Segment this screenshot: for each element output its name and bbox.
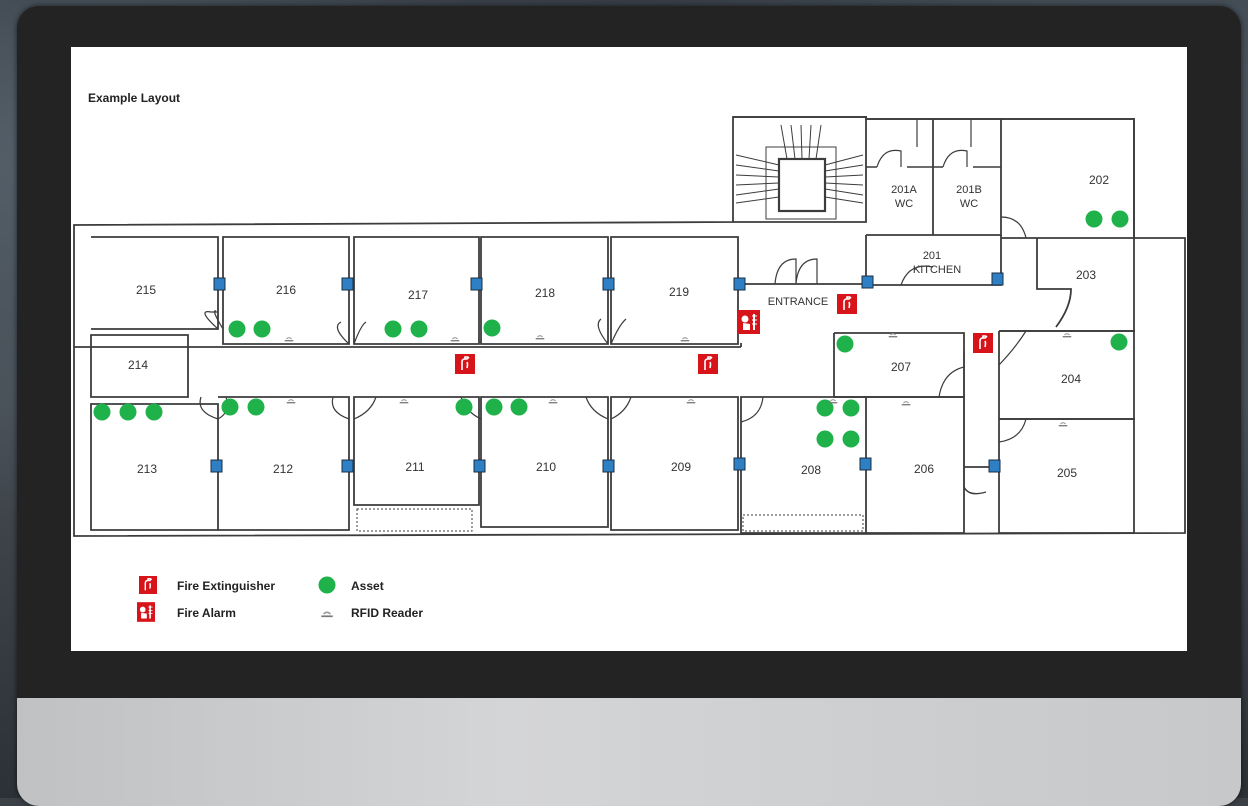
room-label-207: 207 [891, 360, 911, 374]
door-reader-icon [991, 272, 1004, 286]
legend-fire-extinguisher-icon [139, 576, 157, 594]
room-label-204: 204 [1061, 372, 1081, 386]
fire-alarm-icon [738, 310, 760, 334]
asset-dot-icon [842, 430, 860, 448]
legend-rfid-reader-icon [320, 611, 334, 618]
room-label-209: 209 [671, 460, 691, 474]
asset-dot-icon [247, 398, 265, 416]
door-reader-icon [341, 277, 354, 291]
door-reader-icon [602, 277, 615, 291]
asset-dot-icon [1111, 210, 1129, 228]
room-label-206: 206 [914, 462, 934, 476]
rfid-reader-icon [283, 336, 295, 342]
fire-extinguisher-icon [837, 294, 857, 314]
room-label-203: 203 [1076, 268, 1096, 282]
legend-fire-extinguisher-label: Fire Extinguisher [177, 579, 275, 593]
room-label-216: 216 [276, 283, 296, 297]
room-label-212: 212 [273, 462, 293, 476]
door-reader-icon [733, 457, 746, 471]
door-reader-icon [733, 277, 746, 291]
door-reader-icon [210, 459, 223, 473]
door-reader-icon [602, 459, 615, 473]
rfid-reader-icon [900, 400, 912, 406]
rfid-reader-icon [285, 398, 297, 404]
room-label-205: 205 [1057, 466, 1077, 480]
entrance-label: ENTRANCE [768, 296, 829, 308]
room-label-201b-wc: WC [960, 198, 978, 210]
asset-dot-icon [485, 398, 503, 416]
asset-dot-icon [410, 320, 428, 338]
room-label-208: 208 [801, 463, 821, 477]
asset-dot-icon [1110, 333, 1128, 351]
asset-dot-icon [1085, 210, 1103, 228]
door-reader-icon [859, 457, 872, 471]
legend-asset-icon [318, 576, 336, 594]
room-label-201a-wc: WC [895, 198, 913, 210]
room-labels: 202 203 204 205 206 207 208 209 210 211 … [128, 173, 1109, 480]
asset-dot-icon [253, 320, 271, 338]
room-label-201-kitchen: KITCHEN [913, 264, 961, 276]
asset-dot-icon [221, 398, 239, 416]
floor-plan: Example Layout [73, 91, 1186, 622]
asset-dot-icon [119, 403, 137, 421]
rfid-reader-icon [398, 398, 410, 404]
fire-extinguisher-icon [698, 354, 718, 374]
rfid-reader-icon [1057, 421, 1069, 427]
legend-fire-alarm-icon [137, 602, 155, 622]
room-label-201b: 201B [956, 184, 982, 196]
room-label-201a: 201A [891, 184, 917, 196]
room-label-219: 219 [669, 285, 689, 299]
room-label-217: 217 [408, 288, 428, 302]
door-reader-icon [341, 459, 354, 473]
rfid-reader-icon [685, 398, 697, 404]
door-readers [210, 272, 1004, 473]
floor-plan-screen: Example Layout [71, 47, 1187, 651]
asset-dot-icon [483, 319, 501, 337]
room-label-214: 214 [128, 358, 148, 372]
rfid-reader-icon [449, 336, 461, 342]
room-label-201: 201 [923, 250, 941, 262]
asset-dot-icon [145, 403, 163, 421]
door-reader-icon [213, 277, 226, 291]
legend-fire-alarm-label: Fire Alarm [177, 606, 236, 620]
asset-dot-icon [842, 399, 860, 417]
fire-extinguishers [455, 294, 993, 374]
rfid-reader-icon [679, 336, 691, 342]
asset-dot-icon [455, 398, 473, 416]
asset-dot-icon [836, 335, 854, 353]
asset-dot-icon [816, 430, 834, 448]
assets [93, 210, 1129, 448]
room-label-211: 211 [405, 460, 424, 474]
asset-dot-icon [510, 398, 528, 416]
asset-dot-icon [93, 403, 111, 421]
door-reader-icon [473, 459, 486, 473]
room-label-213: 213 [137, 462, 157, 476]
fire-extinguisher-icon [455, 354, 475, 374]
asset-dot-icon [816, 399, 834, 417]
room-label-210: 210 [536, 460, 556, 474]
room-label-218: 218 [535, 286, 555, 300]
door-reader-icon [470, 277, 483, 291]
monitor-chin [17, 698, 1241, 806]
rfid-reader-icon [534, 334, 546, 340]
rfid-reader-icon [887, 332, 899, 338]
monitor-frame: Example Layout [17, 6, 1241, 806]
room-label-202: 202 [1089, 173, 1109, 187]
rfid-reader-icon [547, 398, 559, 404]
fire-extinguisher-icon [973, 333, 993, 353]
legend-rfid-reader-label: RFID Reader [351, 606, 423, 620]
asset-dot-icon [228, 320, 246, 338]
page-title: Example Layout [88, 91, 180, 105]
legend-asset-label: Asset [351, 579, 384, 593]
legend: Fire Extinguisher Fire Alarm Asset RFID … [137, 576, 423, 622]
door-reader-icon [988, 459, 1001, 473]
walls [73, 116, 1186, 537]
rfid-reader-icon [1061, 332, 1073, 338]
door-reader-icon [861, 275, 874, 289]
asset-dot-icon [384, 320, 402, 338]
room-label-215: 215 [136, 283, 156, 297]
